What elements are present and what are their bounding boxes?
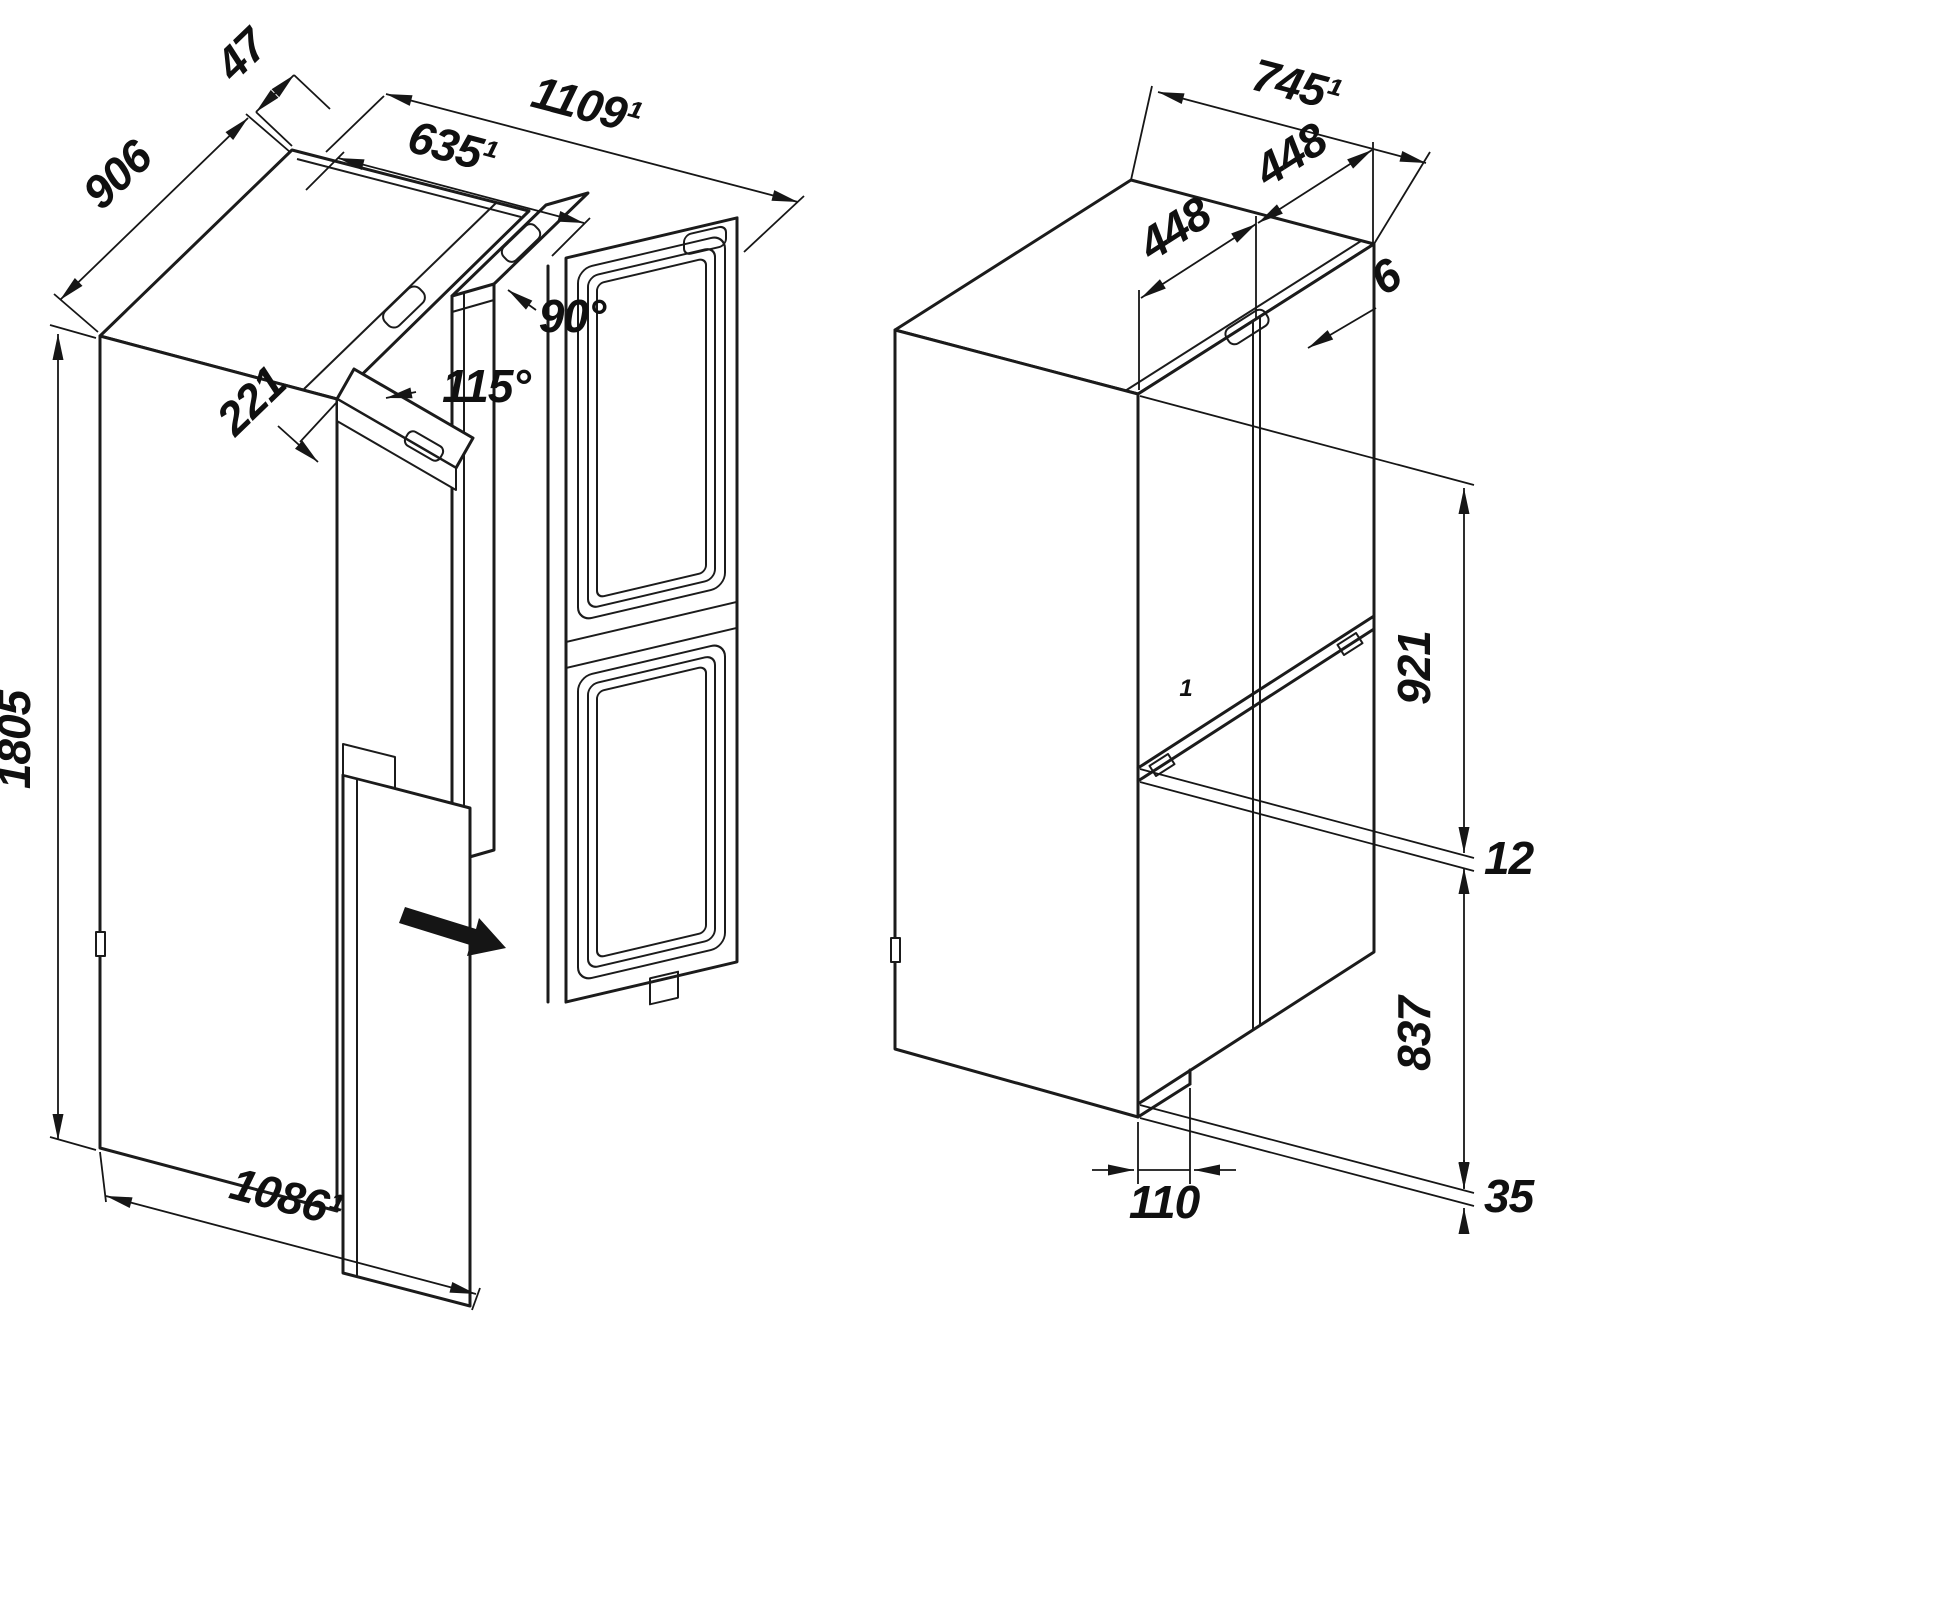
dim-47-label: 47 [204,16,279,91]
dim-448-right-label: 448 [1244,112,1336,197]
cabinet-side-face [893,328,1140,1119]
side-tick [95,931,106,957]
hinge-plate-icon [1224,308,1270,346]
right-view-dimensions [1092,85,1475,1234]
door-top-edge [1124,240,1362,392]
dim-921-label: 921 [1388,631,1440,705]
dim-angle-90-label: 90° [539,290,607,342]
dim-745-label: 745¹ [1247,48,1346,121]
right-view: 1 [890,48,1537,1234]
dim-1805-label: 1805 [0,688,40,789]
dim-837-label: 837 [1388,994,1440,1071]
dim-906-label: 906 [72,129,162,219]
handle-block [1336,632,1364,656]
divider-bar [1136,614,1376,770]
dim-35-label: 35 [1484,1170,1536,1222]
dim-12-label: 12 [1484,832,1535,884]
face-footnote-mark: 1 [1179,675,1192,702]
cabinet-front-face [1136,242,1376,1106]
hinge-plate-icon [500,223,542,263]
side-tick [890,937,901,963]
handle-block [1148,753,1176,777]
cabinet-front-frame [564,216,739,1006]
door-open-90-panel [450,282,496,864]
dim-110-label: 110 [1129,1176,1201,1228]
hinge-plate-icon [403,430,445,462]
cabinet-side-face [98,334,339,1213]
door-swing-arrow-icon [399,907,506,956]
left-view: 47 906 1109¹ 635¹ 90° 115° 221 1805 1086… [0,16,805,1311]
lower-door-panel [341,773,472,1308]
dim-1109-label: 1109¹ [527,65,647,143]
hinge-plate-icon [382,285,426,329]
left-view-dimensions [49,74,805,1311]
dim-angle-115-label: 115° [442,360,531,412]
